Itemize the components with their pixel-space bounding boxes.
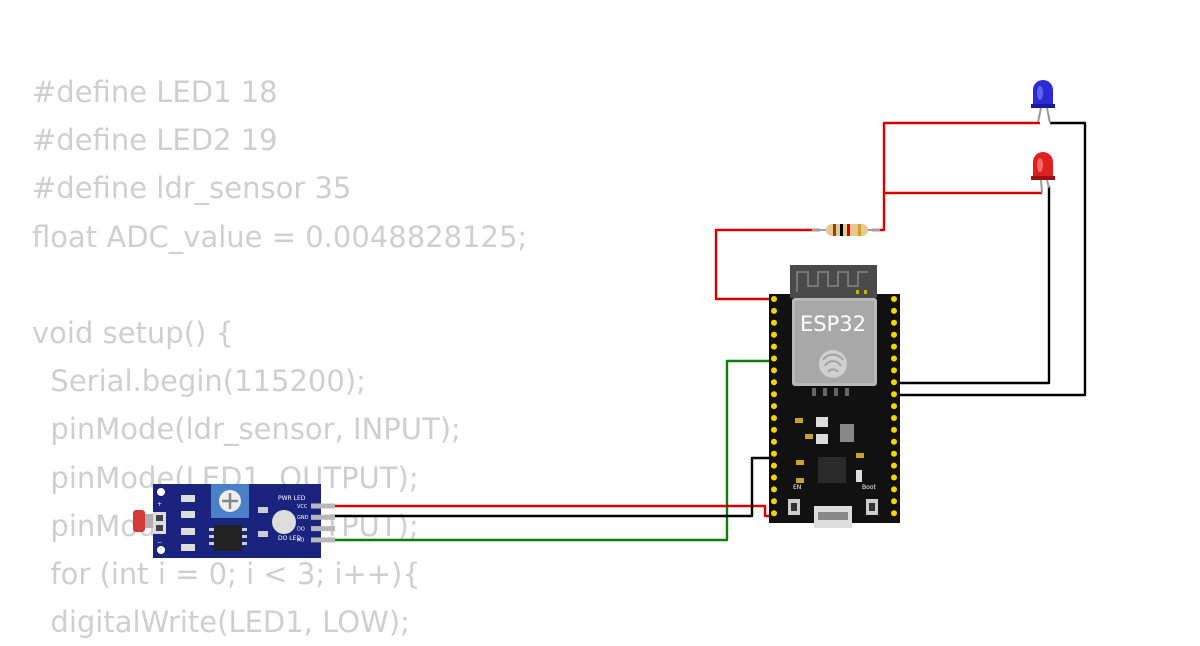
code-line: #define ldr_sensor 35 [32, 171, 352, 206]
code-line: float ADC_value = 0.0048828125; [32, 219, 528, 254]
code-line: #define LED2 19 [32, 123, 278, 158]
esp32-pin[interactable] [771, 498, 777, 505]
ldr-pin-header: VCC GND DO AO [297, 503, 335, 544]
wire-black-blue-led[interactable] [897, 121, 1087, 397]
esp32-pin[interactable] [771, 450, 777, 457]
esp32-pin[interactable] [771, 438, 777, 445]
esp32-pin[interactable] [771, 343, 777, 350]
esp32-pin[interactable] [891, 379, 897, 386]
code-line: pinMode(ldr_sensor, INPUT); [32, 412, 461, 447]
esp32-pin[interactable] [891, 415, 897, 421]
esp32-pin[interactable] [771, 331, 777, 338]
en-button-label: EN [793, 484, 801, 491]
ldr-pin-label: VCC [297, 504, 308, 510]
esp32-pin[interactable] [771, 307, 777, 314]
esp32-pin[interactable] [891, 450, 897, 457]
wire-green-ao[interactable] [330, 359, 774, 542]
esp32-pin[interactable] [891, 403, 897, 410]
ldr-pin-label: DO [297, 526, 305, 532]
esp32-pin[interactable] [771, 403, 777, 410]
esp32-pin[interactable] [771, 426, 777, 433]
esp32-pin[interactable] [771, 296, 777, 302]
pwr-led-label: PWR LED [278, 495, 306, 502]
esp32-pin[interactable] [771, 367, 777, 374]
circuit-canvas: ESP32 EN Boot [133, 80, 1087, 558]
esp32-pin[interactable] [891, 462, 897, 469]
esp32-pin[interactable] [891, 331, 897, 338]
esp32-pin[interactable] [891, 391, 897, 398]
ldr-header-pin[interactable] [311, 503, 335, 509]
esp32-pin[interactable] [891, 307, 897, 314]
esp32-pin[interactable] [891, 474, 897, 481]
esp32-pin[interactable] [771, 462, 777, 469]
esp32-pin[interactable] [891, 510, 897, 517]
esp32-pin[interactable] [771, 379, 777, 386]
ldr-sensor-module[interactable]: + − PWR LED DO LED VCC GND DO AO [133, 484, 335, 558]
esp32-pin[interactable] [771, 474, 777, 481]
ldr-pin-label: GND [297, 515, 309, 521]
esp32-pin[interactable] [771, 486, 777, 493]
esp32-pin[interactable] [891, 426, 897, 433]
code-line: #define LED1 18 [32, 75, 278, 109]
esp32-pin[interactable] [891, 355, 897, 362]
ldr-pin-label: AO [297, 538, 304, 544]
plus-label: + [157, 501, 162, 508]
do-led-label: DO LED [278, 535, 301, 542]
red-led[interactable] [1031, 152, 1055, 194]
esp32-pin[interactable] [771, 319, 777, 326]
code-line: for (int i = 0; i < 3; i++){ [32, 556, 421, 591]
esp32-pin[interactable] [891, 319, 897, 326]
esp32-antenna [790, 265, 877, 298]
esp32-pins-left [771, 296, 777, 517]
minus-label: − [157, 539, 162, 546]
ldr-header-pin[interactable] [311, 537, 335, 543]
code-line: void setup() { [32, 315, 234, 350]
esp32-pin[interactable] [891, 367, 897, 374]
esp32-pin[interactable] [771, 355, 777, 362]
esp32-pin[interactable] [771, 391, 777, 398]
wire-red-resistor-leds[interactable] [872, 121, 1040, 232]
esp32-pins-right [891, 296, 897, 517]
ldr-header-pin[interactable] [311, 514, 335, 520]
usb-uart-chip [818, 457, 846, 483]
wire-red-resistor-esp32[interactable] [714, 228, 820, 301]
photoresistor[interactable] [133, 510, 145, 532]
esp32-pin[interactable] [771, 510, 777, 517]
wires [330, 121, 1087, 542]
esp32-pin[interactable] [891, 343, 897, 350]
resistor[interactable] [812, 224, 880, 236]
boot-button-label: Boot [862, 484, 876, 491]
esp32-pin[interactable] [891, 486, 897, 493]
wire-red-vcc[interactable] [330, 504, 774, 518]
code-line: Serial.begin(115200); [32, 364, 366, 399]
esp32-pin[interactable] [771, 415, 777, 421]
esp32-pin[interactable] [891, 498, 897, 505]
esp32-board[interactable]: ESP32 EN Boot [769, 265, 900, 528]
blue-led[interactable] [1031, 80, 1055, 124]
esp32-label: ESP32 [800, 312, 866, 336]
ldr-header-pin[interactable] [311, 526, 335, 532]
esp32-pin[interactable] [891, 438, 897, 445]
wire-black-gnd[interactable] [330, 456, 774, 518]
code-listing: #define LED1 18 #define LED2 19 #define ld… [32, 68, 527, 646]
esp32-pin[interactable] [891, 296, 897, 302]
wire-black-red-led[interactable] [897, 186, 1051, 385]
espressif-logo-icon [819, 350, 847, 378]
